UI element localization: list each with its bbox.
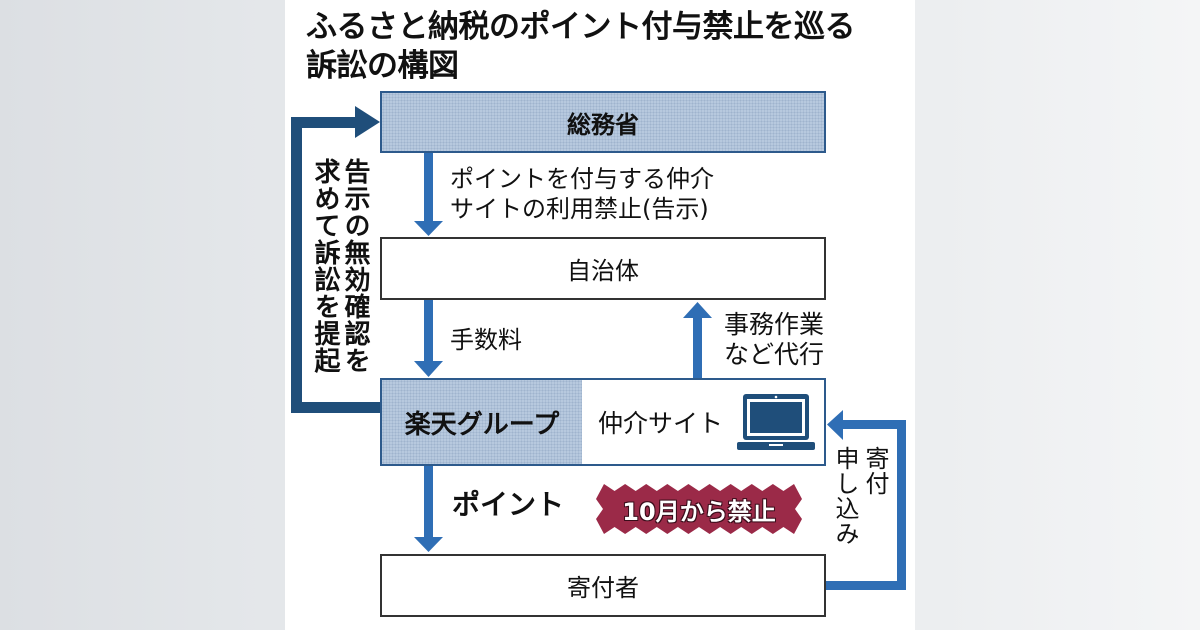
donation-label: 寄付 申し込み [830, 446, 890, 576]
points-label: ポイント [452, 488, 565, 521]
lawsuit-arrow [291, 106, 381, 413]
donation-label-col-1: 寄付 [861, 446, 889, 496]
diagram-title: ふるさと納税のポイント付与禁止を巡る 訴訟の構図 [306, 8, 906, 86]
node-kifusha-label: 寄付者 [567, 574, 639, 602]
notice-label: ポイントを付与する仲介 サイトの利用禁止(告示) [450, 164, 714, 224]
notice-label-line-1: ポイントを付与する仲介 [450, 165, 714, 193]
admin-work-label-line-1: 事務作業 [724, 310, 825, 339]
donation-label-col-2: 申し込み [831, 446, 859, 546]
admin-work-label: 事務作業 など代行 [724, 310, 824, 370]
node-soumu: 総務省 [380, 91, 826, 153]
starburst-shape [596, 484, 802, 534]
ban-badge-text: 10月から禁止 [622, 497, 776, 526]
lawsuit-label: 告示の無効確認を 求めて訴訟を提起 [310, 158, 370, 398]
node-soumu-label: 総務省 [567, 110, 639, 139]
points-arrow [414, 466, 443, 552]
lawsuit-label-col-1: 告示の無効確認を [340, 158, 370, 374]
rakuten-section: 楽天グループ [382, 380, 582, 464]
lawsuit-label-col-2: 求めて訴訟を提起 [310, 158, 340, 374]
fee-label: 手数料 [450, 326, 522, 354]
node-jichitai: 自治体 [380, 237, 826, 300]
node-kifusha: 寄付者 [380, 554, 826, 617]
node-rakuten-group: 楽天グループ 仲介サイト [380, 378, 826, 466]
broker-site-section: 仲介サイト [582, 380, 824, 464]
title-line-1: ふるさと納税のポイント付与禁止を巡る [306, 9, 856, 45]
fee-arrow [414, 300, 443, 377]
title-line-2: 訴訟の構図 [306, 48, 459, 84]
admin-work-label-line-2: など代行 [724, 340, 825, 369]
notice-arrow [414, 153, 443, 236]
laptop-icon [737, 394, 816, 450]
notice-label-line-2: サイトの利用禁止(告示) [450, 195, 709, 223]
admin-work-arrow [683, 302, 712, 378]
node-site-label: 仲介サイト [598, 409, 724, 438]
node-rakuten-label: 楽天グループ [404, 409, 560, 440]
ban-badge: 10月から禁止 [596, 484, 802, 534]
donation-arrow [826, 410, 906, 590]
node-jichitai-label: 自治体 [567, 257, 639, 285]
